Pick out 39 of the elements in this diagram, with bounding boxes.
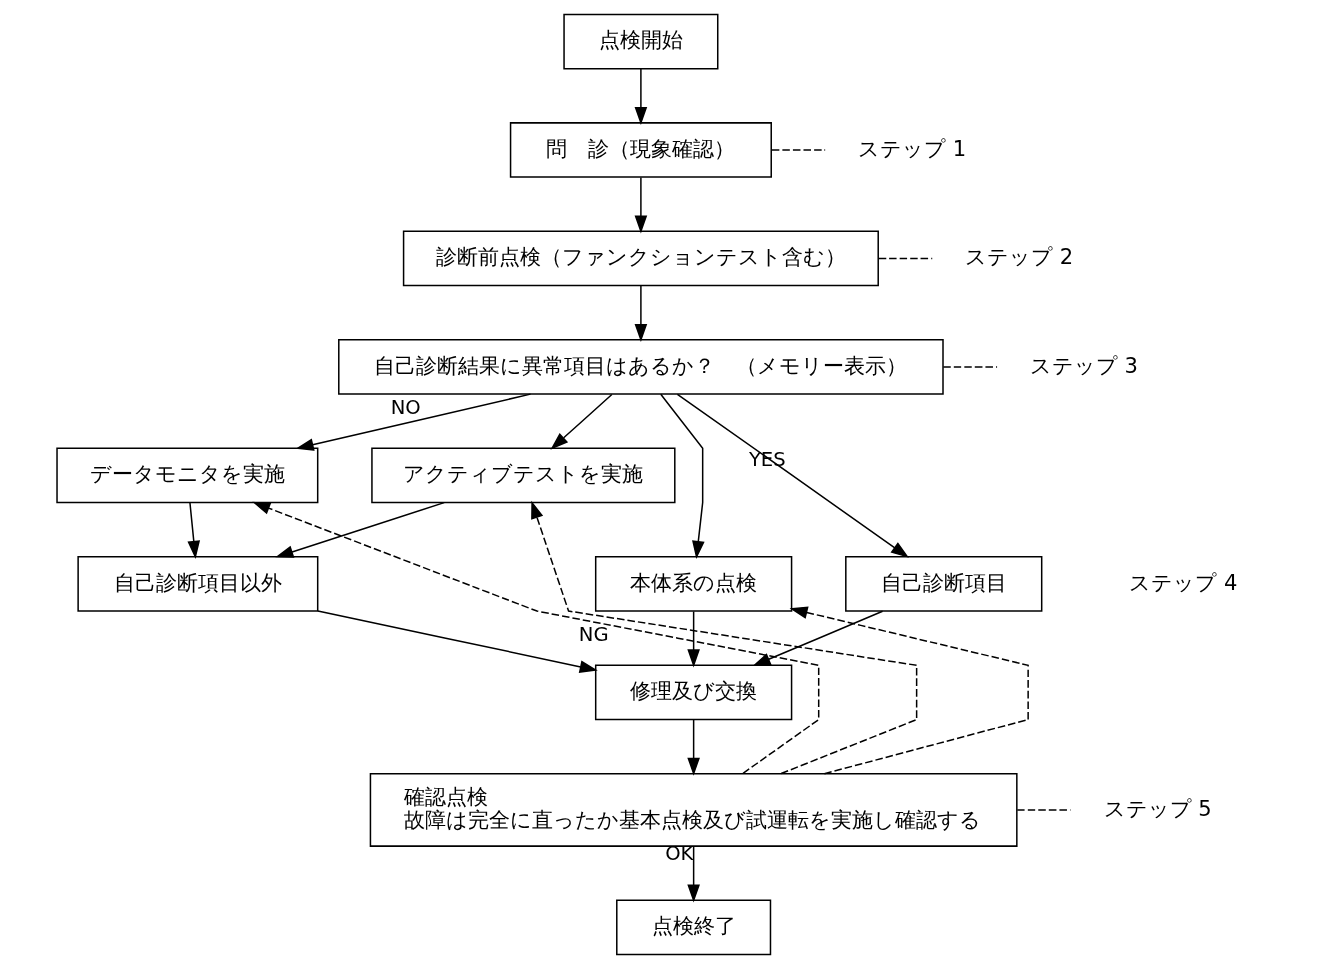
- node-box: 本体系の点検: [594, 556, 792, 612]
- node-box: 確認点検 故障は完全に直ったか基本点検及び試運転を実施し確認する: [369, 773, 1018, 847]
- label: ステップ 4: [1128, 569, 1237, 595]
- edge-label: NG: [578, 622, 609, 646]
- arrow: [634, 68, 647, 125]
- node-box: アクティブテストを実施: [370, 447, 676, 504]
- arrow: [634, 176, 647, 234]
- node-text: ステップ 5: [1103, 795, 1212, 821]
- arrow: [634, 285, 647, 342]
- node-box: 点検開始: [562, 13, 718, 70]
- arrow: [186, 502, 200, 559]
- arrow: [676, 393, 909, 558]
- node-text: ステップ 1: [857, 135, 966, 161]
- node-box: 点検終了: [615, 899, 771, 956]
- arrow: [549, 393, 613, 450]
- node-box: 自己診断項目: [844, 556, 1042, 612]
- arrow: [274, 501, 445, 558]
- node-box: 自己診断項目以外: [76, 556, 318, 612]
- arrow: [686, 719, 700, 776]
- node-box: 診断前点検（ファンクションテスト含む）: [402, 230, 879, 287]
- arrow: [686, 610, 700, 668]
- arrow: [530, 500, 917, 775]
- arrow: [316, 610, 598, 673]
- node-box: 自己診断結果に異常項目はあるか？ （メモリー表示）: [337, 339, 944, 395]
- node-box: 修理及び交換: [594, 664, 792, 721]
- arrow: [686, 845, 700, 903]
- arrow: [295, 393, 531, 451]
- node-box: データモニタを実施: [55, 447, 318, 504]
- arrow: [752, 610, 883, 667]
- connector: [877, 257, 933, 260]
- connector: [942, 366, 998, 368]
- node-text: ステップ 2: [964, 244, 1073, 270]
- arrow: [251, 501, 819, 775]
- arrow: [659, 393, 705, 559]
- arrow: [789, 606, 1029, 775]
- edge-label: NO: [390, 396, 421, 420]
- connector: [770, 149, 826, 151]
- node-box: 問 診（現象確認）: [509, 122, 772, 178]
- node-text: ステップ 3: [1029, 352, 1138, 378]
